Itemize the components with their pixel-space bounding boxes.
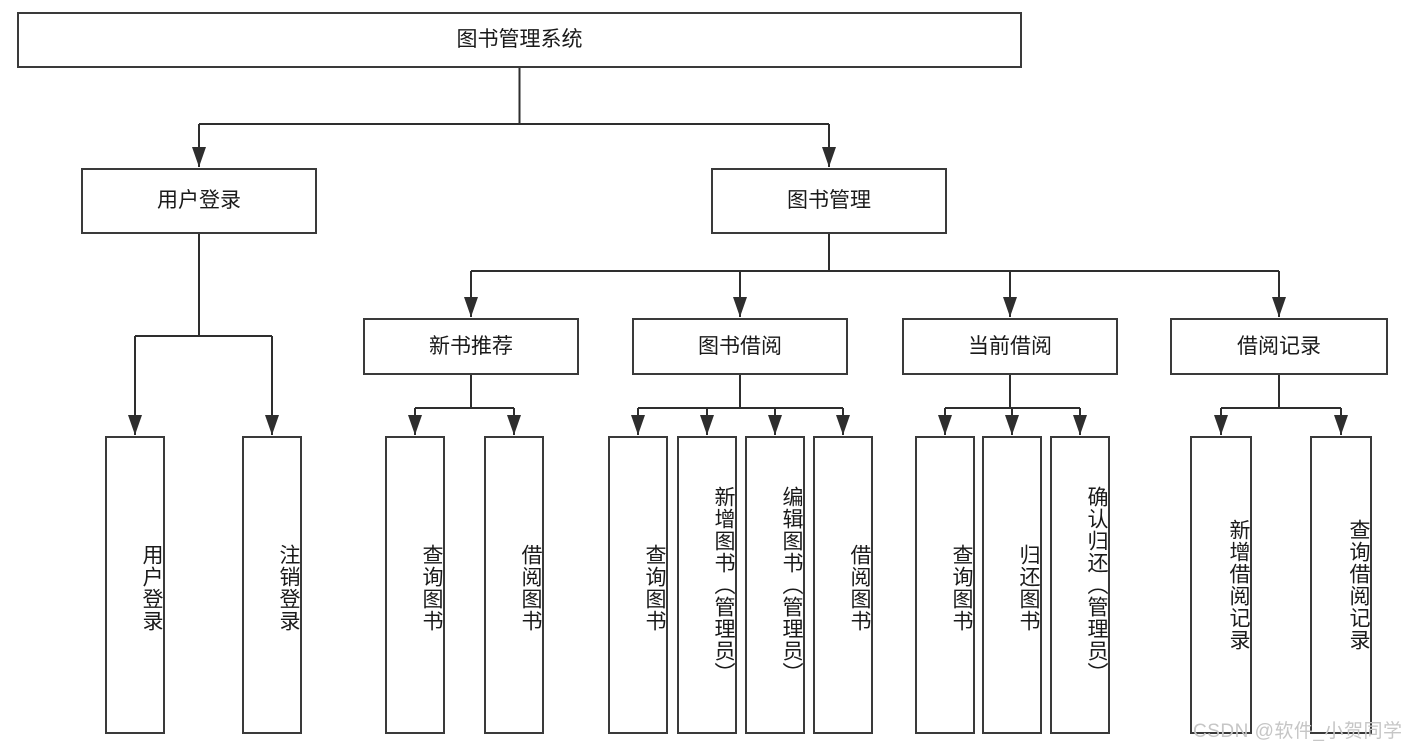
node-root-图书管理系统[interactable]: 图书管理系统: [17, 12, 1022, 68]
node-leaf-leaf-return-book[interactable]: 归还图书: [982, 436, 1042, 734]
node-label: 新书推荐: [429, 334, 513, 358]
node-level3-book-borrow[interactable]: 图书借阅: [632, 318, 848, 375]
node-label: 归还图书: [1017, 544, 1040, 632]
node-leaf-leaf-query-book[interactable]: 查询图书: [608, 436, 668, 734]
node-label: 编辑图书（管理员）: [780, 486, 803, 684]
node-label: 图书借阅: [698, 334, 782, 358]
node-label: 注销登录: [277, 544, 300, 632]
node-label: 借阅图书: [848, 544, 871, 632]
node-label: 新增借阅记录: [1227, 519, 1250, 651]
node-label: 查询图书: [643, 544, 666, 632]
node-label: 查询借阅记录: [1347, 519, 1370, 651]
node-leaf-leaf-user-login[interactable]: 用户登录: [105, 436, 165, 734]
node-label: 新增图书（管理员）: [712, 486, 735, 684]
node-label: 借阅记录: [1237, 334, 1321, 358]
node-label: 图书管理: [787, 189, 871, 213]
node-level2-book-manage[interactable]: 图书管理: [711, 168, 947, 234]
node-leaf-leaf-add-book[interactable]: 新增图书（管理员）: [677, 436, 737, 734]
node-leaf-leaf-query-book-rec[interactable]: 查询图书: [385, 436, 445, 734]
node-label: 查询图书: [950, 544, 973, 632]
node-level3-new-book-rec[interactable]: 新书推荐: [363, 318, 579, 375]
node-level3-borrow-record[interactable]: 借阅记录: [1170, 318, 1388, 375]
node-leaf-leaf-logout[interactable]: 注销登录: [242, 436, 302, 734]
node-label: 确认归还（管理员）: [1085, 486, 1108, 684]
node-leaf-leaf-edit-book[interactable]: 编辑图书（管理员）: [745, 436, 805, 734]
node-label: 查询图书: [420, 544, 443, 632]
node-level2-user-login[interactable]: 用户登录: [81, 168, 317, 234]
node-label: 用户登录: [140, 544, 163, 632]
node-leaf-leaf-add-record[interactable]: 新增借阅记录: [1190, 436, 1252, 734]
node-label: 图书管理系统: [456, 28, 583, 52]
node-label: 当前借阅: [968, 334, 1052, 358]
node-leaf-leaf-query-book-cur[interactable]: 查询图书: [915, 436, 975, 734]
node-level3-current-borrow[interactable]: 当前借阅: [902, 318, 1118, 375]
watermark-text: CSDN @软件_小贺同学: [1193, 721, 1403, 742]
node-leaf-leaf-confirm-return[interactable]: 确认归还（管理员）: [1050, 436, 1110, 734]
node-leaf-leaf-query-record[interactable]: 查询借阅记录: [1310, 436, 1372, 734]
node-leaf-leaf-borrow-book-rec[interactable]: 借阅图书: [484, 436, 544, 734]
node-leaf-leaf-borrow-book[interactable]: 借阅图书: [813, 436, 873, 734]
node-label: 借阅图书: [519, 544, 542, 632]
node-label: 用户登录: [157, 189, 241, 213]
